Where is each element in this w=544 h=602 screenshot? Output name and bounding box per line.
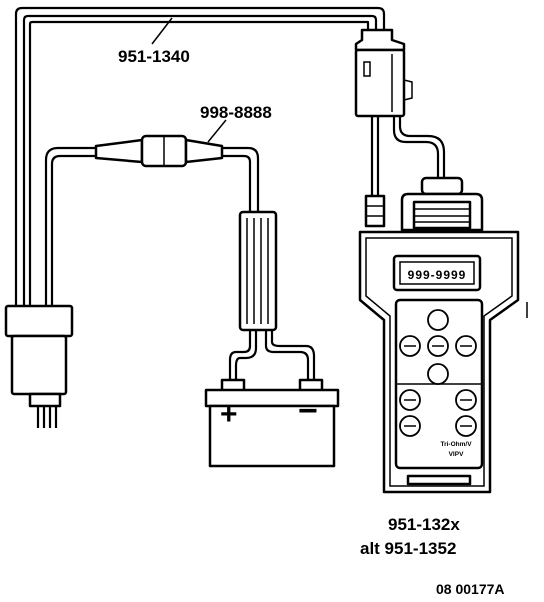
power-cable [44,146,260,306]
tester-sub-label: VIPV [449,451,464,458]
battery-leads [228,330,316,386]
keypad [399,309,477,437]
label-cable-main: 951-1340 [118,47,190,66]
battery-plus-terminal: + [220,398,238,431]
battery [204,378,340,468]
hand-held-tester [358,176,520,494]
adapter-box [354,28,413,118]
leader-line-main-cable [151,17,173,45]
adapter-leads [364,116,446,228]
tester-key-1 [427,309,449,331]
battery-minus-terminal: − [298,392,318,430]
tester-brand-label: Tri-Ohm/V [440,441,472,448]
leader-line-power-cable [207,119,227,143]
label-tool-part: 951-132x [388,515,460,534]
left-connector [4,304,74,428]
inline-fuse-holder [94,134,224,168]
label-tool-alt: alt 951-1352 [360,539,456,558]
figure-id: 08 00177A [436,581,505,597]
main-cable [14,6,386,308]
tester-key-5 [427,363,449,385]
label-cable-power: 998-8888 [200,103,272,122]
filter-module [238,210,278,332]
tester-display-readout: 999-9999 [408,268,467,282]
